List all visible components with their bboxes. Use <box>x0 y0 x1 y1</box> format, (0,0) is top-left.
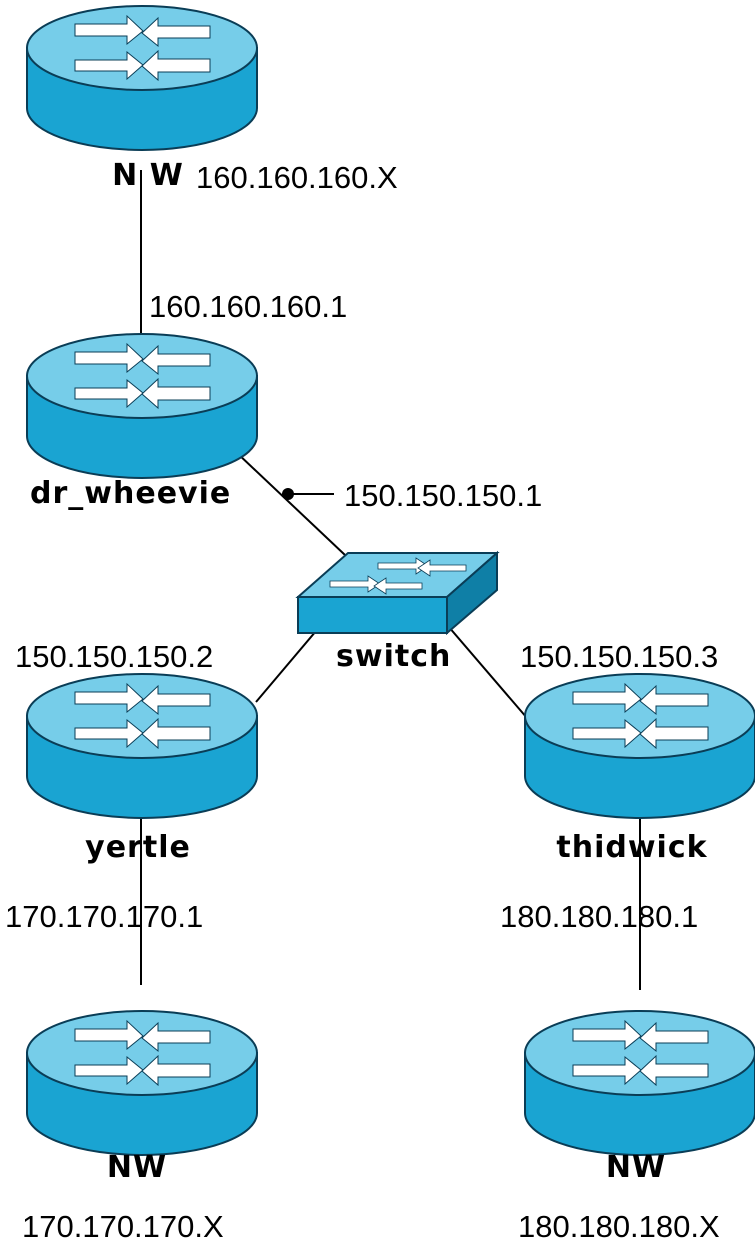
node-name-thidwick: thidwick <box>556 830 707 865</box>
ip-label-top-nw: 160.160.160.X <box>196 160 398 195</box>
router-icon[interactable] <box>26 5 258 151</box>
ip-label-bottom-right-nw: 180.180.180.X <box>518 1209 720 1244</box>
node-name-dr-wheevie: dr_wheevie <box>30 476 231 511</box>
ip-label-dr-wheevie-up: 160.160.160.1 <box>149 289 347 324</box>
switch-icon[interactable] <box>295 550 500 636</box>
ip-label-thidwick-down: 180.180.180.1 <box>500 899 698 934</box>
router-icon[interactable] <box>524 1010 755 1156</box>
ip-label-thidwick-up: 150.150.150.3 <box>520 639 718 674</box>
link-dr-wheevie-to-switch <box>235 451 346 556</box>
ip-label-dr-wheevie-down: 150.150.150.1 <box>344 478 542 513</box>
router-icon[interactable] <box>26 1010 258 1156</box>
node-name-bottom-left-nw: NW <box>107 1150 167 1185</box>
ip-label-yertle-down: 170.170.170.1 <box>5 899 203 934</box>
node-name-yertle: yertle <box>85 830 191 865</box>
node-name-switch: switch <box>336 639 451 674</box>
node-name-top-nw: N W <box>112 158 184 193</box>
router-icon[interactable] <box>26 673 258 819</box>
node-name-bottom-right-nw: NW <box>606 1150 666 1185</box>
ip-label-bottom-left-nw: 170.170.170.X <box>22 1209 224 1244</box>
router-icon[interactable] <box>524 673 755 819</box>
router-icon[interactable] <box>26 333 258 479</box>
ip-label-yertle-up: 150.150.150.2 <box>15 639 213 674</box>
